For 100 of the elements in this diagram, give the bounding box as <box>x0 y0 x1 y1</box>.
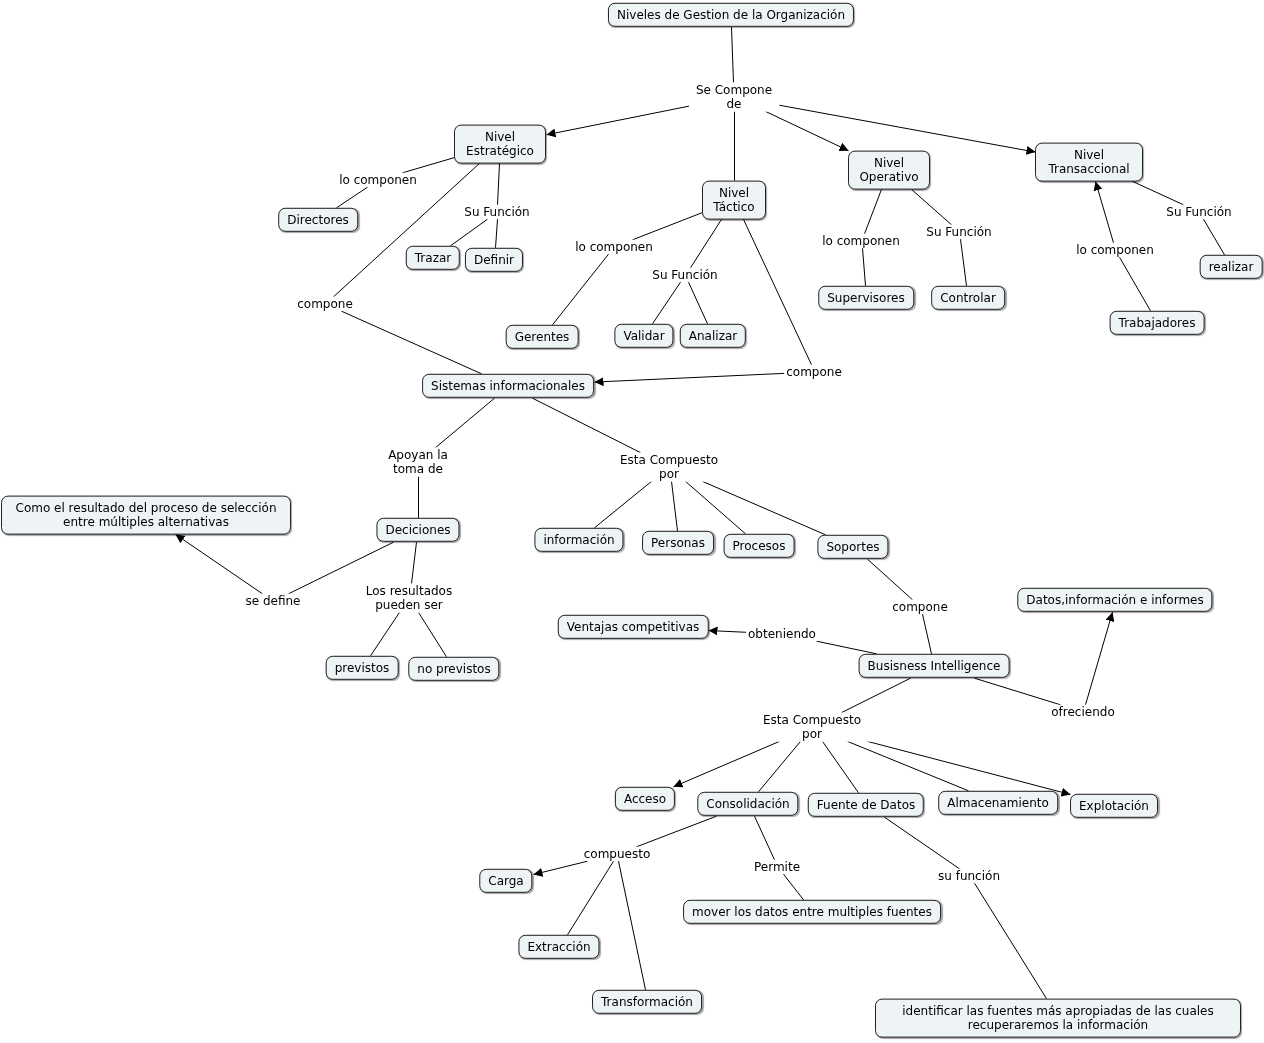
connector-line <box>418 611 447 658</box>
linking-phrase: obteniendo <box>746 626 818 642</box>
connector-line <box>685 480 746 535</box>
arrow <box>765 110 849 152</box>
connector-line <box>688 281 708 325</box>
concept-box: realizar <box>1199 254 1263 280</box>
connector-line <box>743 218 812 366</box>
concept-box: Carga <box>479 868 533 894</box>
connector-line <box>411 541 417 585</box>
connector-line <box>435 397 495 449</box>
linking-phrase: lo componen <box>573 239 655 255</box>
linking-phrase: compone <box>295 296 355 312</box>
concept-box: Controlar <box>931 285 1005 311</box>
concept-box: Procesos <box>723 533 795 559</box>
linking-phrase: compone <box>890 599 950 615</box>
connector-line <box>1119 256 1151 312</box>
arrow <box>594 372 785 387</box>
connector-line <box>734 110 735 182</box>
concept-box: Explotación <box>1070 793 1158 819</box>
arrow <box>708 626 747 636</box>
arrow <box>546 105 690 138</box>
concept-box: Nivel Táctico <box>702 180 766 220</box>
concept-box: Nivel Estratégico <box>454 124 546 164</box>
arrow <box>867 740 1071 797</box>
connector-line <box>867 558 913 601</box>
concept-box: Busisness Intelligence <box>858 653 1010 679</box>
connector-line <box>632 212 703 241</box>
connector-line <box>552 253 609 326</box>
arrow <box>533 860 588 877</box>
concept-box: Extracción <box>518 934 600 960</box>
connector-line <box>1203 218 1225 256</box>
concept-box: Definir <box>464 247 524 273</box>
connector-line <box>841 677 911 714</box>
connector-line <box>495 218 498 249</box>
connector-line <box>567 860 614 936</box>
connector-line <box>450 218 488 247</box>
concept-box: Supervisores <box>818 285 914 311</box>
concept-box: Transformación <box>592 989 702 1015</box>
connector-line <box>731 26 734 84</box>
concept-box: Nivel Transaccional <box>1035 142 1143 182</box>
concept-box: información <box>534 527 624 553</box>
connector-line <box>702 480 826 536</box>
concept-box: Nivel Operativo <box>848 150 930 190</box>
concept-box: identificar las fuentes más apropiadas de las cuales recuperaremos la información <box>875 998 1241 1038</box>
linking-phrase: lo componen <box>820 233 902 249</box>
connector-line <box>974 677 1061 706</box>
connector-line <box>754 815 775 861</box>
connector-line <box>288 541 394 595</box>
connector-line <box>884 816 960 870</box>
concept-box: mover los datos entre multiples fuentes <box>683 899 941 925</box>
concept-box: Ventajas competitivas <box>557 614 709 640</box>
concept-box: Trabajadores <box>1109 310 1205 336</box>
concept-box: no previstos <box>408 656 500 682</box>
concept-box: Niveles de Gestion de la Organización <box>607 2 855 28</box>
connector-line <box>336 186 368 209</box>
concept-box: Soportes <box>817 534 889 560</box>
concept-box: Como el resultado del proceso de selección entre múltiples alternativas <box>1 495 291 535</box>
concept-box: Datos,información e informes <box>1017 587 1213 613</box>
arrow <box>1085 611 1115 706</box>
connector-line <box>532 397 641 454</box>
connector-line <box>594 480 652 529</box>
concept-box: Personas <box>642 530 714 556</box>
concept-box: Fuente de Datos <box>807 792 925 818</box>
connector-line <box>497 162 500 206</box>
connector-line <box>402 157 455 174</box>
connector-line <box>333 162 480 298</box>
connector-line <box>758 740 801 793</box>
arrow <box>1093 180 1114 244</box>
connector-line <box>783 873 804 901</box>
concept-box: Deciciones <box>376 517 460 543</box>
concept-box: Trazar <box>405 245 461 271</box>
connector-line <box>671 480 678 532</box>
connector-line <box>960 238 967 287</box>
connector-line <box>418 475 419 519</box>
linking-phrase: Su Función <box>462 204 532 220</box>
concept-box: Sistemas informacionales <box>422 373 594 399</box>
concept-box: Almacenamiento <box>938 790 1058 816</box>
concept-box: Consolidación <box>697 791 799 817</box>
connector-line <box>911 188 952 226</box>
connector-line <box>618 860 646 991</box>
linking-phrase: lo componen <box>1074 242 1156 258</box>
connector-line <box>847 740 969 792</box>
arrow <box>779 104 1036 155</box>
connector-line <box>1132 180 1184 206</box>
concept-box: Gerentes <box>505 324 579 350</box>
connector-line <box>822 740 859 794</box>
connector-line <box>341 310 482 375</box>
concept-box: Analizar <box>679 323 747 349</box>
linking-phrase: lo componen <box>337 172 419 188</box>
arrow <box>175 533 263 595</box>
concept-box: Validar <box>614 323 674 349</box>
connector-line <box>974 882 1047 1000</box>
concept-box: previstos <box>325 655 399 681</box>
concept-box: Directores <box>278 207 358 233</box>
connector-line <box>690 218 722 269</box>
connector-line <box>636 815 717 848</box>
concept-box: Acceso <box>614 786 676 812</box>
connector-line <box>370 611 400 657</box>
connector-line <box>922 613 932 655</box>
connector-line <box>862 247 866 287</box>
